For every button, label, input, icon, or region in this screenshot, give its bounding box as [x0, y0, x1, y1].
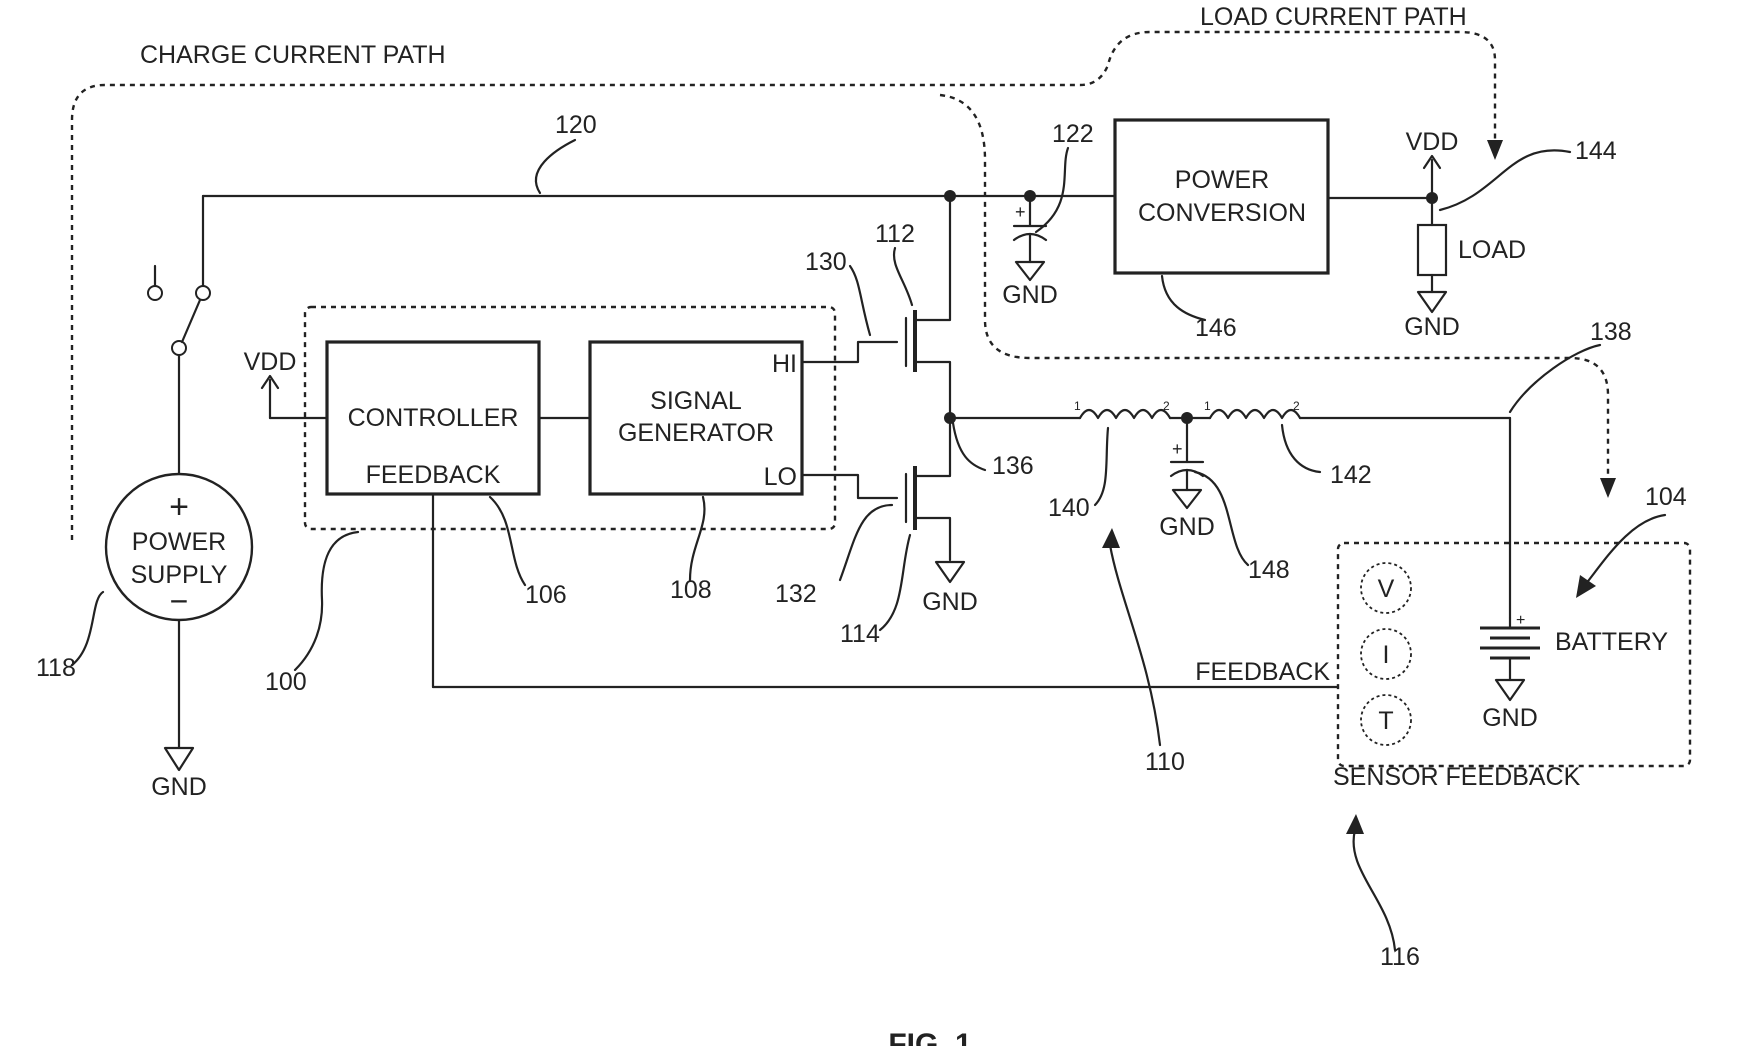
svg-text:1: 1 [1074, 399, 1081, 413]
charge-current-path-label: CHARGE CURRENT PATH [140, 41, 446, 69]
load-section: VDD LOAD GND 144 [1328, 128, 1617, 341]
power-supply-minus: − [170, 583, 189, 619]
high-side-mosfet: 130 112 [802, 196, 956, 424]
ref-118: 118 [36, 654, 76, 682]
vdd-controller: VDD [244, 348, 297, 376]
vdd-load: VDD [1406, 128, 1459, 156]
power-supply-section: + POWER SUPPLY − 118 [36, 196, 252, 748]
figure-caption: FIG. 1 [888, 1028, 971, 1046]
switch-pivot [172, 341, 186, 355]
svg-text:I: I [1383, 641, 1390, 669]
switch-lever [182, 300, 200, 342]
low-side-mosfet: GND 132 114 [775, 418, 978, 648]
ref-100: 100 [265, 668, 307, 696]
ref-146: 146 [1195, 314, 1237, 342]
load-resistor [1418, 225, 1446, 275]
switch-contact-closed [196, 286, 210, 300]
ref-142: 142 [1330, 461, 1372, 489]
svg-text:+: + [1172, 439, 1183, 459]
svg-text:1: 1 [1204, 399, 1211, 413]
svg-text:GND: GND [151, 773, 207, 801]
ref-138: 138 [1590, 318, 1632, 346]
svg-text:POWER: POWER [1175, 166, 1269, 194]
ref-122: 122 [1052, 120, 1094, 148]
battery-node: 138 [1510, 318, 1632, 618]
svg-text:GENERATOR: GENERATOR [618, 419, 774, 447]
ref-108: 108 [670, 576, 712, 604]
svg-text:+: + [1516, 612, 1525, 629]
svg-text:2: 2 [1163, 399, 1170, 413]
svg-text:GND: GND [1482, 704, 1538, 732]
load-label: LOAD [1458, 236, 1526, 264]
ref-110: 110 [1145, 748, 1185, 776]
power-supply-plus: + [169, 488, 189, 526]
ref-116: 116 [1380, 943, 1420, 971]
control-module: 100 VDD CONTROLLER FEEDBACK 106 SIGNAL G… [244, 307, 835, 696]
capacitor-122: + GND 122 [1002, 120, 1094, 309]
power-conversion-block: POWER CONVERSION 146 [1115, 120, 1328, 342]
inductor-142 [1210, 410, 1300, 418]
switch-contact-open [148, 286, 162, 300]
ref-120: 120 [555, 111, 597, 139]
output-filter: 1 2 1 2 + GND 148 140 142 110 [950, 399, 1510, 776]
ref-130: 130 [805, 248, 847, 276]
ref-132: 132 [775, 580, 817, 608]
controller-label: CONTROLLER [348, 404, 519, 432]
svg-text:V: V [1378, 575, 1395, 603]
svg-text:GND: GND [922, 588, 978, 616]
ref-112: 112 [875, 220, 915, 248]
feedback-line-label: FEEDBACK [1195, 658, 1330, 686]
battery-label: BATTERY [1555, 628, 1668, 656]
ref-104: 104 [1645, 483, 1687, 511]
svg-text:GND: GND [1404, 313, 1460, 341]
svg-text:GND: GND [1159, 513, 1215, 541]
sensor-feedback-label: SENSOR FEEDBACK [1333, 763, 1581, 791]
inductor-140 [1080, 410, 1170, 418]
load-current-path-label: LOAD CURRENT PATH [1200, 3, 1467, 31]
power-supply-label-1: POWER [132, 528, 226, 556]
ref-144: 144 [1575, 137, 1617, 165]
svg-text:+: + [1015, 202, 1026, 222]
svg-text:2: 2 [1293, 399, 1300, 413]
ref-148: 148 [1248, 556, 1290, 584]
lo-label: LO [764, 463, 797, 491]
svg-text:CONVERSION: CONVERSION [1138, 199, 1306, 227]
sensor-feedback-module: V I T + BATTERY GND SENSOR FEEDBACK 104 … [1333, 483, 1690, 971]
svg-text:GND: GND [1002, 281, 1058, 309]
switch-node: 136 [953, 423, 1034, 480]
svg-text:SIGNAL: SIGNAL [650, 387, 742, 415]
hi-label: HI [772, 350, 797, 378]
gnd-power-supply: GND [151, 748, 207, 801]
ref-136: 136 [992, 452, 1034, 480]
controller-feedback-label: FEEDBACK [366, 461, 501, 489]
ref-114: 114 [840, 620, 880, 648]
ref-140: 140 [1048, 494, 1090, 522]
svg-text:T: T [1378, 707, 1393, 735]
ref-106: 106 [525, 581, 567, 609]
